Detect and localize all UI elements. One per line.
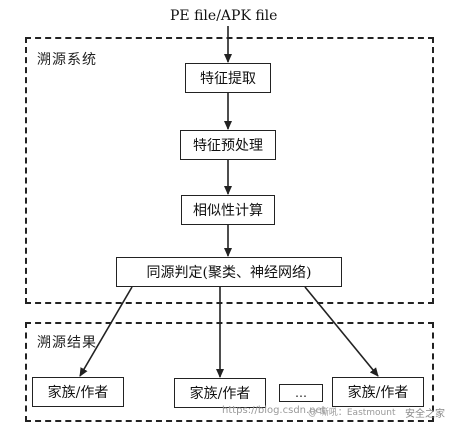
- traceability-system-frame: 溯源系统: [25, 37, 434, 304]
- watermark-brand: 安全之家: [405, 409, 445, 420]
- step-feature-extraction: 特征提取: [185, 63, 271, 93]
- arrow-decision-to-result-3: [304, 286, 379, 377]
- input-label: PE file/APK file: [170, 8, 278, 24]
- result-family-author-1: 家族/作者: [32, 377, 124, 407]
- step-feature-preprocessing: 特征预处理: [180, 130, 276, 160]
- watermark-source: @ 嘶吼：Eastmount: [308, 408, 396, 418]
- arrow-decision-to-result-1: [79, 286, 133, 377]
- step-homology-decision: 同源判定(聚类、神经网络): [116, 257, 342, 287]
- result-ellipsis: …: [279, 384, 323, 402]
- result-family-author-3: 家族/作者: [332, 377, 424, 407]
- traceability-system-label: 溯源系统: [37, 52, 97, 68]
- step-similarity-computation: 相似性计算: [181, 195, 275, 225]
- traceability-results-frame: 溯源结果: [25, 322, 434, 422]
- traceability-results-label: 溯源结果: [37, 335, 97, 351]
- result-family-author-2: 家族/作者: [174, 378, 266, 408]
- watermark-url: https://blog.csdn.net: [222, 405, 326, 416]
